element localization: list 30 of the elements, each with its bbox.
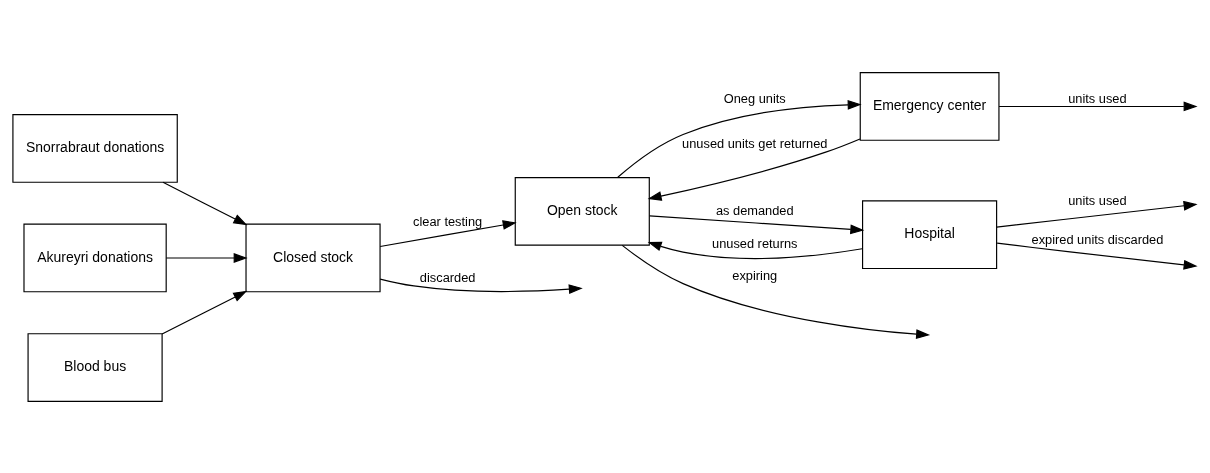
arrow	[996, 200, 1198, 228]
node-box: Closed stock	[245, 223, 381, 292]
edge-label: units used	[1068, 90, 1127, 106]
arrow	[161, 290, 248, 335]
edge-label: Oneg units	[723, 90, 786, 106]
arrow	[162, 181, 248, 225]
edge-label: clear testing	[413, 213, 483, 229]
arrow	[617, 99, 862, 178]
node-box: Blood bus	[27, 332, 163, 402]
arrow	[379, 278, 583, 294]
node-box: Akureyri donations	[23, 223, 167, 292]
arrow	[621, 244, 931, 339]
arrow	[379, 219, 517, 247]
arrow	[648, 214, 865, 234]
edge-label: discarded	[419, 269, 476, 285]
node-box: Open stock	[514, 176, 650, 246]
node-box: Emergency center	[859, 71, 1000, 141]
edge-label: expiring	[732, 267, 778, 283]
node-box: Snorrabraut donations	[12, 113, 178, 183]
arrow	[165, 252, 248, 263]
arrow	[647, 137, 861, 201]
edge-label: unused units get returned	[682, 135, 828, 151]
node-box: Hospital	[862, 199, 998, 269]
arrow	[996, 242, 1198, 270]
arrow	[647, 241, 863, 259]
edge-label: expired units discarded	[1031, 231, 1164, 247]
edge-label: as demanded	[715, 202, 794, 218]
arrow	[998, 101, 1198, 111]
edge-label: unused returns	[712, 235, 798, 251]
edge-label: units used	[1068, 192, 1127, 208]
